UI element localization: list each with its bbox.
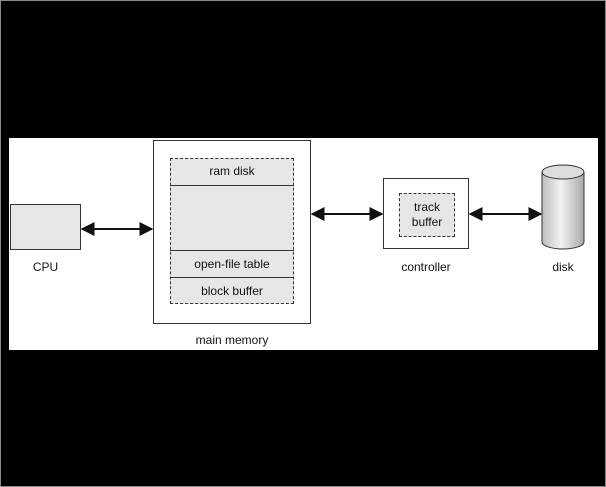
track-buffer-box: track buffer <box>399 193 455 237</box>
disk-cylinder-icon <box>541 164 585 250</box>
disk-label: disk <box>552 260 574 274</box>
track-buffer-line1: track <box>413 200 440 214</box>
cpu-box <box>10 204 81 250</box>
main-memory-inner-region <box>170 158 294 304</box>
track-buffer-line2: buffer <box>411 215 443 229</box>
open-file-table-region: open-file table <box>170 250 294 278</box>
diagram-graphics <box>80 164 585 250</box>
diagram-panel: CPU ram disk open-file table block buffe… <box>9 138 598 350</box>
cpu-label: CPU <box>32 260 59 274</box>
main-memory-label: main memory <box>195 333 269 347</box>
controller-label: controller <box>401 260 451 274</box>
ram-disk-region: ram disk <box>170 158 294 186</box>
block-buffer-region: block buffer <box>201 283 263 298</box>
